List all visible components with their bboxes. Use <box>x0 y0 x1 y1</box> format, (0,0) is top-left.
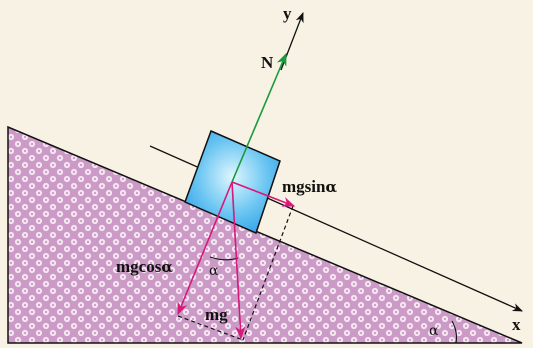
normal-force-label: N <box>261 53 274 72</box>
weight-perpendicular-arrow <box>177 181 233 316</box>
weight-label: mg <box>205 305 228 324</box>
weight-arrow <box>231 181 246 340</box>
normal-force-arrow <box>231 52 287 183</box>
weight-perpendicular-label: mgcosα <box>116 257 173 276</box>
alpha-label-incline: α <box>429 323 439 339</box>
weight-parallel-prefix: mgsin <box>282 177 326 196</box>
weight-parallel-label: mgsinα <box>282 177 337 196</box>
weight-perpendicular-prefix: mgcos <box>116 257 162 276</box>
weight-perpendicular-alpha: α <box>161 258 173 276</box>
weight-parallel-alpha: α <box>325 178 337 196</box>
dashed-line-parallel <box>242 205 294 341</box>
alpha-label-forces: α <box>209 263 219 279</box>
x-axis-label: x <box>512 315 521 334</box>
y-axis-label: y <box>283 4 292 23</box>
incline-wedge <box>7 125 523 344</box>
weight-parallel-arrow <box>231 181 296 207</box>
dashed-line-perp <box>177 315 244 341</box>
alpha-arc-incline <box>451 320 458 344</box>
